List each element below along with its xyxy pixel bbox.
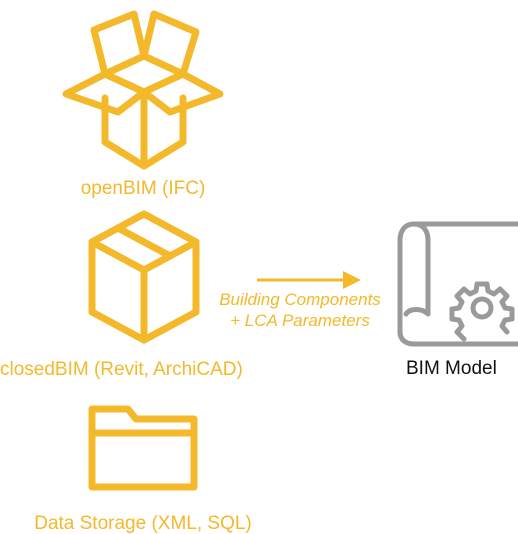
- arrow-label-line2: + LCA Parameters: [230, 311, 370, 330]
- arrow-right-icon: [257, 271, 361, 289]
- closedbim-label: closedBIM (Revit, ArchiCAD): [0, 359, 243, 380]
- blueprint-gear-icon: [397, 221, 518, 347]
- open-box-icon: [62, 10, 224, 170]
- data-storage-label: Data Storage (XML, SQL): [34, 513, 252, 534]
- arrow-label-line1: Building Components: [219, 290, 381, 309]
- folder-icon: [88, 405, 198, 491]
- closed-box-icon: [88, 210, 200, 344]
- openbim-label: openBIM (IFC): [80, 178, 206, 199]
- bim-model-label: BIM Model: [406, 358, 497, 379]
